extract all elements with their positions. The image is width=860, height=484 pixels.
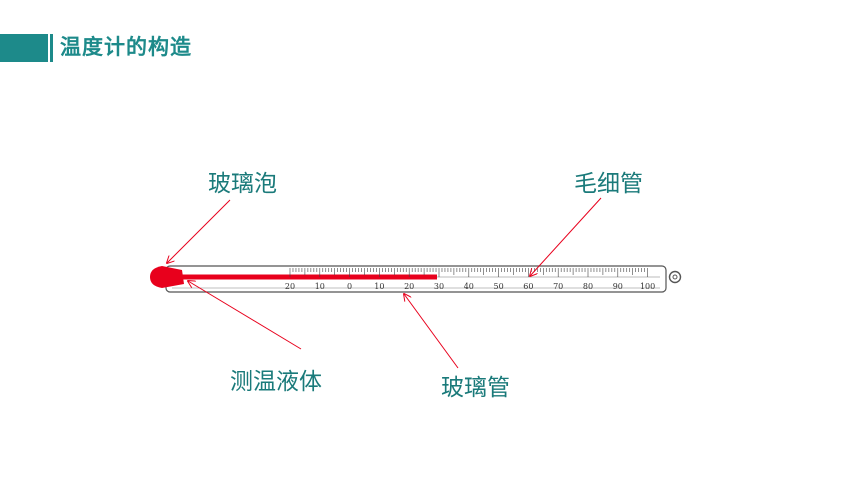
scale-tick-label: 40	[464, 282, 474, 291]
scale-tick-label: 60	[523, 282, 533, 291]
scale-tick-label: 20	[404, 282, 414, 291]
arrow-liquid	[188, 281, 302, 350]
scale-tick-label: 10	[374, 282, 384, 291]
label-capillary: 毛细管	[574, 171, 643, 197]
scale-tick-label: 70	[553, 282, 563, 291]
liquid-column	[176, 274, 437, 280]
scale-tick-label: 10	[315, 282, 325, 291]
scale-tick-label: 0	[347, 282, 352, 291]
scale-tick-label: 90	[613, 282, 623, 291]
label-liquid: 测温液体	[230, 369, 322, 395]
arrow-tube	[404, 294, 459, 369]
arrow-bulb	[167, 199, 231, 263]
label-tube: 玻璃管	[441, 375, 510, 401]
slide-title: 温度计的构造	[60, 35, 192, 59]
scale-ticks	[289, 268, 648, 277]
hanging-ring-inner	[672, 274, 678, 280]
glass-bulb	[150, 266, 184, 288]
arrow-capillary	[530, 197, 602, 276]
scale-tick-label: 50	[494, 282, 504, 291]
label-bulb: 玻璃泡	[208, 171, 277, 197]
title-accent-bar	[0, 34, 53, 62]
scale-tick-label: 20	[285, 282, 295, 291]
scale-tick-label: 30	[434, 282, 444, 291]
scale-tick-label: 80	[583, 282, 593, 291]
scale-tick-label: 100	[640, 282, 655, 291]
